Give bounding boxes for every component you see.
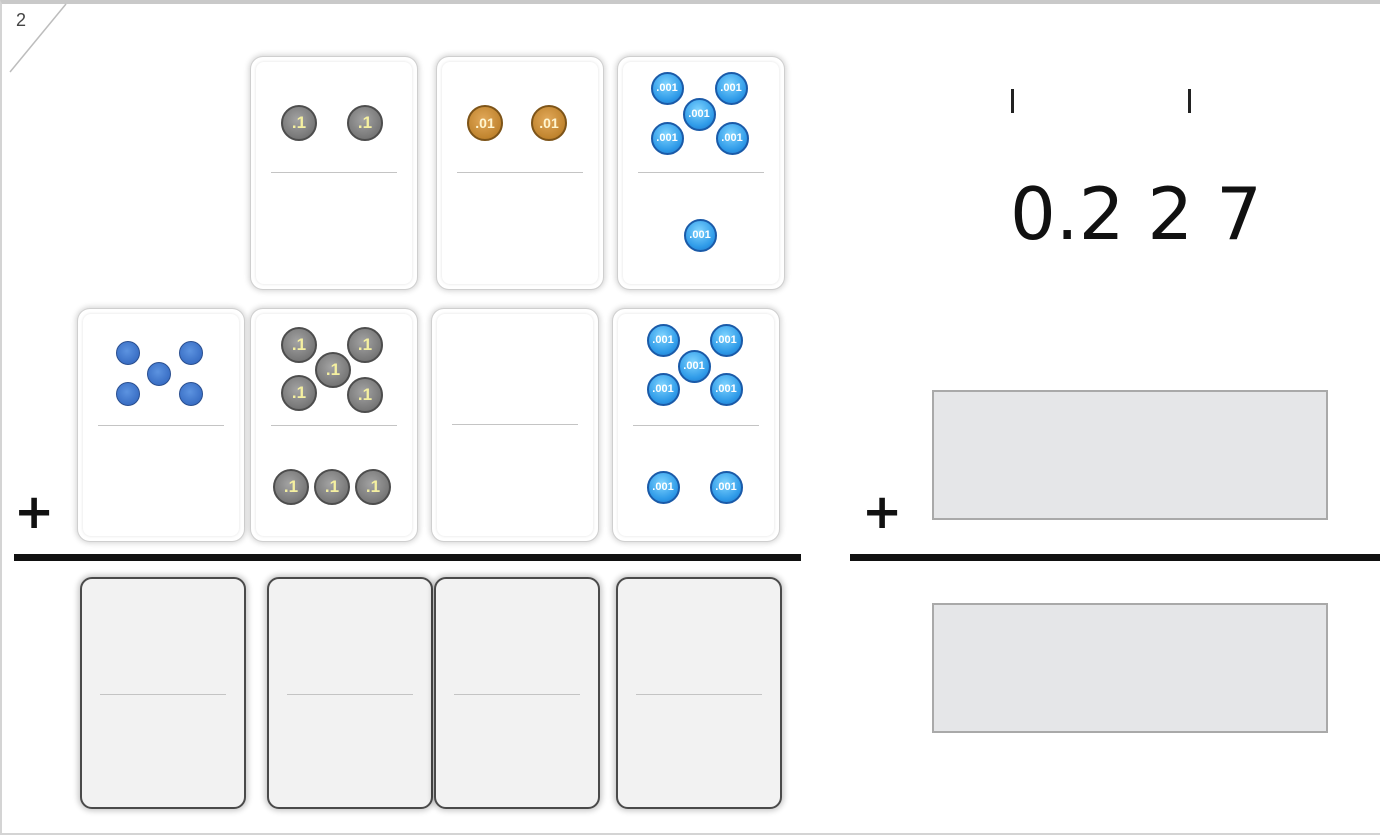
sum-input-box[interactable]	[932, 603, 1328, 733]
answer-card-hundredths[interactable]	[434, 577, 600, 809]
thousandth-chip[interactable]: .001	[650, 121, 684, 155]
card-top-tenths[interactable]: .1 .1	[251, 57, 417, 289]
sum-line-left	[14, 554, 801, 561]
tenth-chip[interactable]: .1	[347, 327, 383, 363]
card-middle-tenths[interactable]: .1 .1 .1 .1 .1 .1 .1 .1	[251, 309, 417, 541]
thousandth-chip[interactable]: .001	[646, 372, 680, 406]
thousandth-chip[interactable]: .001	[715, 121, 749, 155]
ones-dot[interactable]	[116, 341, 140, 365]
page-corner-fold	[9, 3, 67, 73]
page-number: 2	[16, 10, 27, 30]
ones-dot[interactable]	[179, 382, 203, 406]
plus-sign-left: +	[14, 484, 55, 540]
tenth-chip[interactable]: .1	[315, 352, 351, 388]
thousandth-chip[interactable]: .001	[677, 349, 711, 383]
card-top-hundredths[interactable]: .01 .01	[437, 57, 603, 289]
answer-card-thousandths[interactable]	[616, 577, 782, 809]
card-divider	[633, 425, 759, 426]
ones-dot[interactable]	[116, 382, 140, 406]
thousandth-chip[interactable]: .001	[709, 323, 743, 357]
thousandth-chip[interactable]: .001	[682, 97, 716, 131]
ones-dot[interactable]	[179, 341, 203, 365]
sum-line-right	[850, 554, 1380, 561]
thousandth-chip[interactable]: .001	[650, 71, 684, 105]
thousandth-chip[interactable]: .001	[646, 323, 680, 357]
tenth-chip[interactable]: .1	[355, 469, 391, 505]
thousandth-chip[interactable]: .001	[709, 470, 743, 504]
tenth-chip[interactable]: .1	[314, 469, 350, 505]
card-middle-hundredths[interactable]	[432, 309, 598, 541]
card-divider	[98, 425, 224, 426]
thousandth-chip[interactable]: .001	[646, 470, 680, 504]
answer-card-tenths[interactable]	[267, 577, 433, 809]
ones-dot[interactable]	[147, 362, 171, 386]
hundredth-chip[interactable]: .01	[467, 105, 503, 141]
card-middle-thousandths[interactable]: .001 .001 .001 .001 .001 .001 .001	[613, 309, 779, 541]
thousandth-chip[interactable]: .001	[714, 71, 748, 105]
card-middle-ones[interactable]	[78, 309, 244, 541]
tenth-chip[interactable]: .1	[281, 375, 317, 411]
place-value-tick	[1188, 89, 1191, 113]
card-divider	[271, 172, 397, 173]
card-divider	[271, 425, 397, 426]
card-divider	[287, 694, 413, 695]
card-divider	[454, 694, 580, 695]
hundredth-chip[interactable]: .01	[531, 105, 567, 141]
thousandth-chip[interactable]: .001	[683, 218, 717, 252]
decimal-number: 0.2 2 7	[1010, 172, 1262, 256]
tenth-chip[interactable]: .1	[347, 105, 383, 141]
card-divider	[100, 694, 226, 695]
addend-input-box[interactable]	[932, 390, 1328, 520]
answer-card-ones[interactable]	[80, 577, 246, 809]
plus-sign-right: +	[862, 484, 903, 540]
card-top-thousandths[interactable]: .001 .001 .001 .001 .001 .001	[618, 57, 784, 289]
tenth-chip[interactable]: .1	[347, 377, 383, 413]
card-divider	[638, 172, 764, 173]
card-divider	[452, 424, 578, 425]
tenth-chip[interactable]: .1	[281, 327, 317, 363]
tenth-chip[interactable]: .1	[273, 469, 309, 505]
tenth-chip[interactable]: .1	[281, 105, 317, 141]
thousandth-chip[interactable]: .001	[709, 372, 743, 406]
card-divider	[457, 172, 583, 173]
place-value-tick	[1011, 89, 1014, 113]
card-divider	[636, 694, 762, 695]
